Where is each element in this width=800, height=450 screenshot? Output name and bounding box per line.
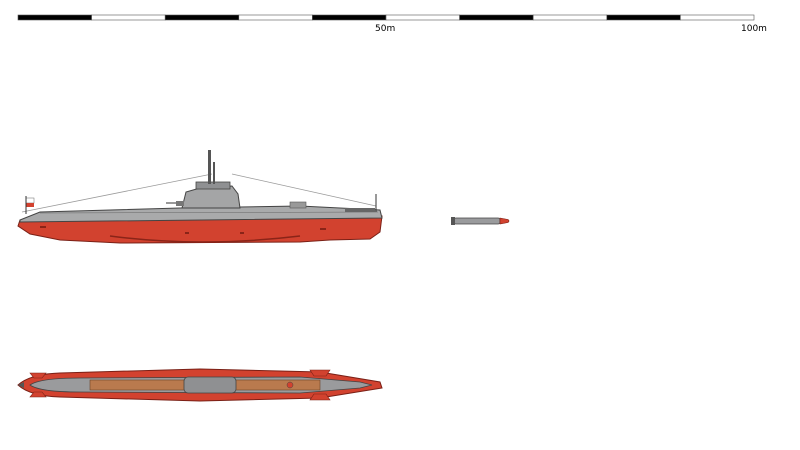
bow-plane-port	[29, 372, 47, 379]
bow-plane-starboard	[29, 391, 47, 398]
scale-bar-segment	[312, 14, 387, 21]
stern-plane-starboard	[309, 393, 331, 401]
lower-hull-red	[17, 215, 383, 244]
hull-details	[40, 226, 326, 234]
torpedo-side-view	[451, 217, 510, 225]
scale-bar-segment	[238, 14, 313, 21]
submarine-side-view	[17, 150, 383, 244]
conning-tower	[181, 185, 241, 209]
torpedo-body	[453, 217, 501, 225]
deck-gun	[176, 201, 184, 206]
flag-red-band	[26, 203, 34, 207]
rigging-wire-aft	[231, 173, 377, 207]
scale-bar-segment	[680, 14, 755, 21]
conning-tower-plan	[183, 376, 237, 394]
bow-tip	[18, 382, 24, 388]
aft-structure	[289, 201, 307, 209]
keel	[109, 235, 301, 243]
flag	[25, 197, 35, 204]
scale-bar-segments	[17, 14, 755, 21]
torpedo-propeller	[451, 217, 455, 225]
scale-bar-segment	[459, 14, 534, 21]
scale-bar-segment	[606, 14, 681, 21]
submarine-top-view	[17, 368, 383, 402]
scale-bar-segment	[164, 14, 240, 21]
periscope-1	[208, 150, 211, 184]
deck-casing	[19, 205, 383, 223]
rigging-wire-fore	[21, 173, 213, 213]
deck-gun-plan	[286, 381, 294, 389]
scale-bar-segment	[91, 14, 166, 21]
stern-plane-port	[309, 369, 331, 377]
stern-fittings	[345, 208, 375, 212]
scale-bar-segment	[17, 14, 92, 21]
scale-label-50m: 50m	[375, 24, 396, 34]
scale-bar-segment	[385, 14, 460, 21]
scale-bar	[17, 14, 755, 21]
scale-bar-segment	[532, 14, 608, 21]
periscope-2	[213, 162, 215, 184]
torpedo-warhead	[499, 217, 510, 225]
scale-label-100m: 100m	[741, 24, 767, 34]
